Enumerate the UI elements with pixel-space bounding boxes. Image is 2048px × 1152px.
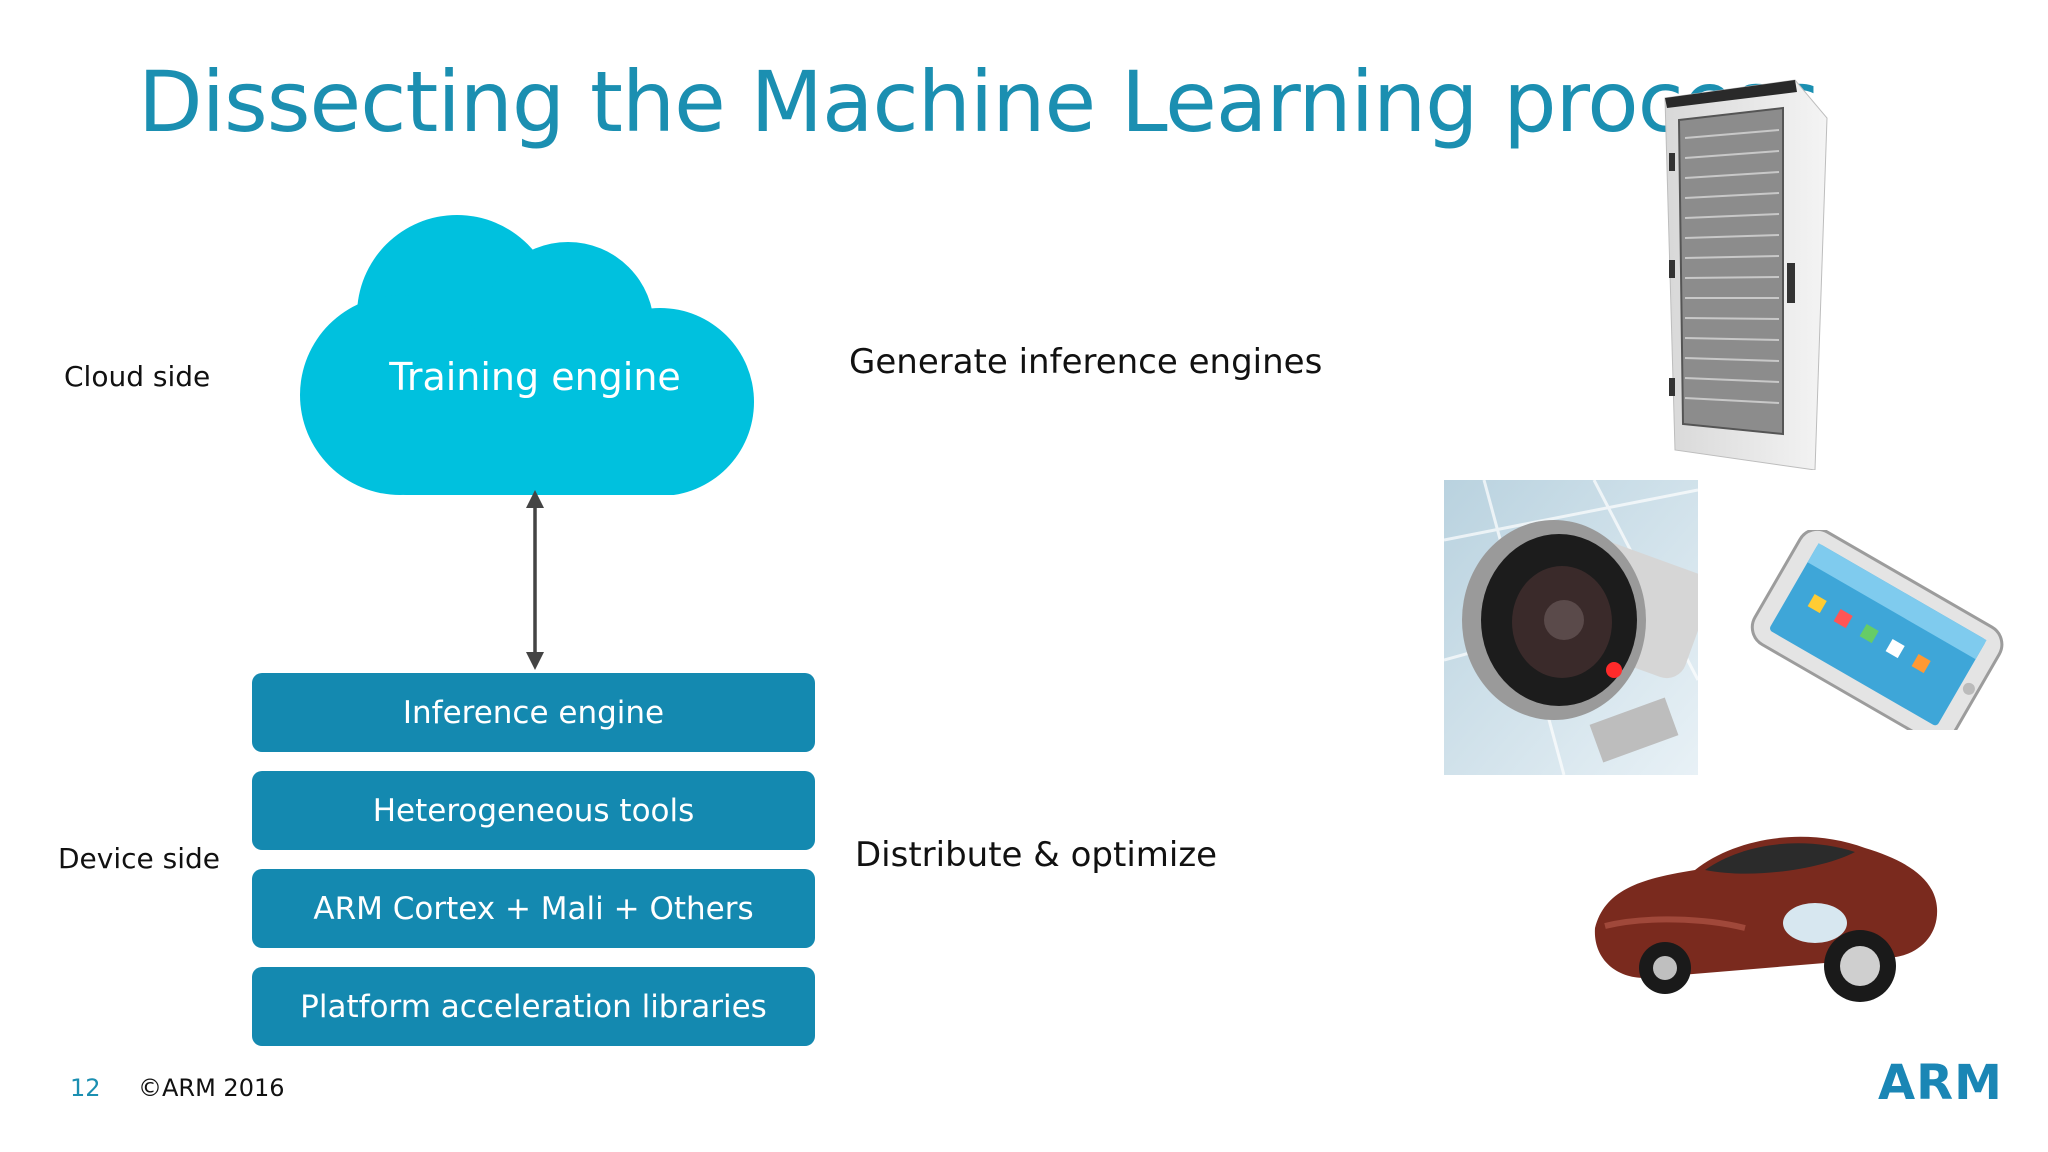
- device-stack: Inference engine Heterogeneous tools ARM…: [252, 673, 815, 1065]
- page-title: Dissecting the Machine Learning process: [138, 53, 1820, 151]
- page-number: 12: [70, 1074, 101, 1102]
- layer-inference-engine: Inference engine: [252, 673, 815, 752]
- copyright-text: ©ARM 2016: [138, 1074, 285, 1102]
- double-arrow-icon: [526, 490, 544, 670]
- layer-arm-cortex-mali: ARM Cortex + Mali + Others: [252, 869, 815, 948]
- cloud-side-label: Cloud side: [64, 360, 211, 393]
- generate-inference-text: Generate inference engines: [849, 342, 1323, 382]
- distribute-optimize-text: Distribute & optimize: [855, 835, 1218, 875]
- layer-platform-libraries: Platform acceleration libraries: [252, 967, 815, 1046]
- device-side-label: Device side: [58, 842, 221, 875]
- security-camera-icon: [1444, 480, 1698, 775]
- training-engine-cloud: Training engine: [300, 210, 770, 495]
- cloud-icon: [300, 215, 754, 495]
- training-engine-label: Training engine: [389, 355, 681, 399]
- layer-heterogeneous-tools: Heterogeneous tools: [252, 771, 815, 850]
- sports-car-icon: [1594, 836, 1938, 1002]
- server-rack-icon: [1664, 79, 1828, 470]
- arm-logo: ARM: [1878, 1055, 2003, 1111]
- smartphone-icon: [1750, 530, 2004, 730]
